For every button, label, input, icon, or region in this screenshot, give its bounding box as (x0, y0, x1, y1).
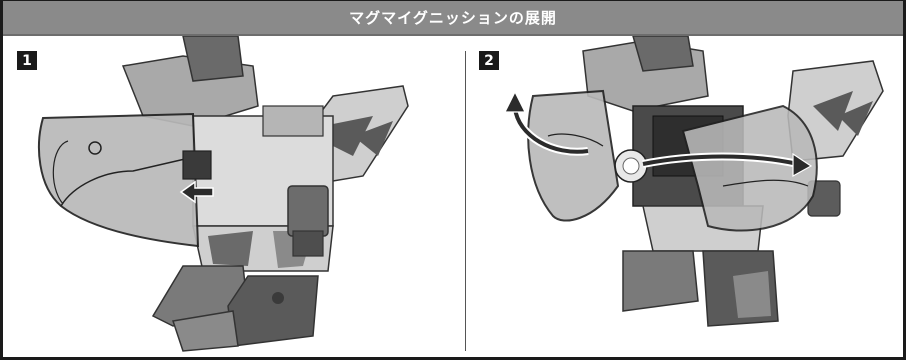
section-title: マグマイグニッションの展開 (349, 9, 557, 27)
step-1-number: 1 (22, 52, 32, 69)
step-2-badge: 2 (479, 51, 499, 70)
robot-wing-back (121, 36, 409, 187)
arrow-right-icon (642, 152, 813, 178)
shield-armor (38, 112, 212, 248)
arrow-left-icon (179, 180, 214, 204)
section-title-bar: マグマイグニッションの展開 (3, 1, 903, 36)
step-2-illustration (493, 36, 898, 356)
step-2-number: 2 (484, 52, 494, 69)
step-1-illustration (33, 36, 453, 356)
step-1-badge: 1 (17, 51, 37, 70)
robot-arm (287, 185, 329, 257)
shield-right-open (681, 104, 818, 232)
rotate-arrow-icon (504, 90, 589, 156)
step-divider (465, 51, 466, 351)
robot-legs (151, 265, 319, 352)
